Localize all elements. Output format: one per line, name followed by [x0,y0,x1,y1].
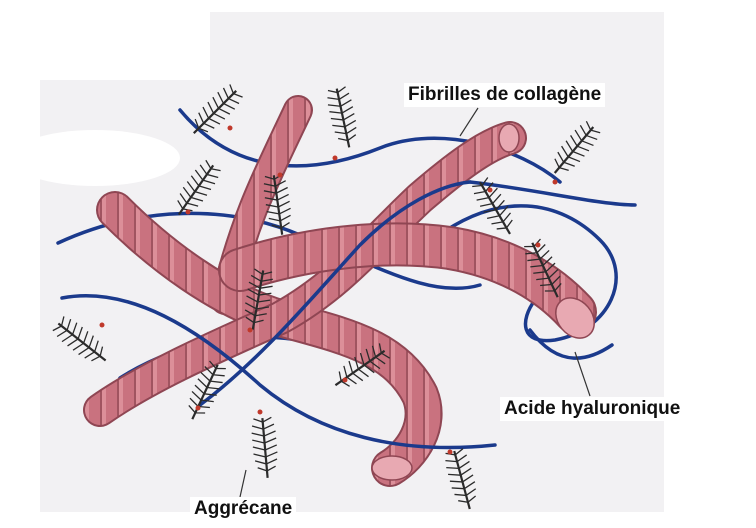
label-aggrecan: Aggrécane [190,497,296,521]
label-collagen-fibrils: Fibrilles de collagène [404,83,605,107]
white-patch-top-left [40,12,210,80]
collagen-end-3 [499,124,519,152]
label-hyaluronic-acid: Acide hyaluronique [500,397,684,421]
collagen-end-2 [372,456,412,480]
white-bubble [10,130,180,186]
